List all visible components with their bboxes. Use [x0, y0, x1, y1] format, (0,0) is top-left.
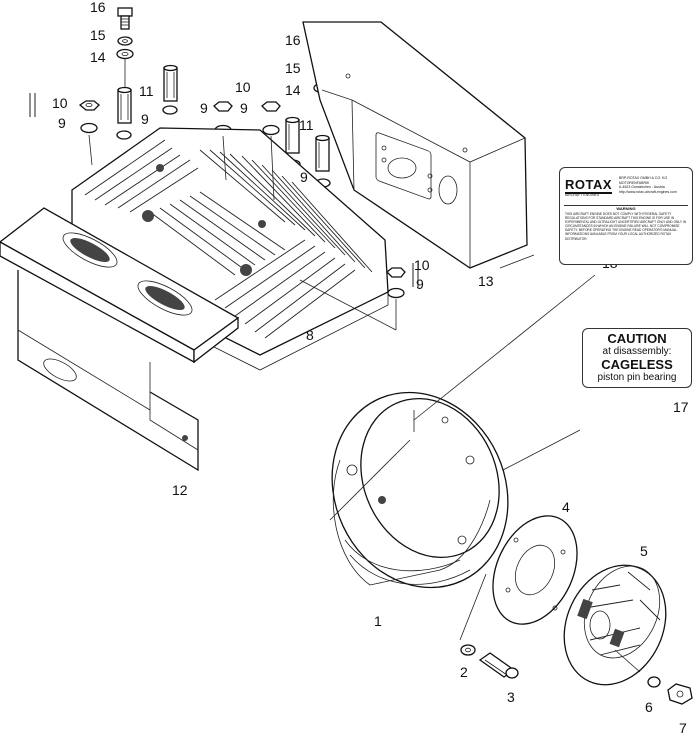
part-7-nut: [667, 683, 693, 705]
callout-10-right: 10: [414, 257, 430, 273]
part-10-nut-left: [78, 100, 100, 111]
callout-9-left: 9: [58, 115, 66, 131]
callout-14-left: 14: [90, 49, 106, 65]
callout-16-right: 16: [285, 32, 301, 48]
part-11-spacer-1: [163, 64, 178, 102]
caution-line-4: piston pin bearing: [597, 372, 677, 383]
callout-11-a: 11: [139, 83, 154, 99]
rotax-company-address: BRP-ROTAX GMBH & CO. KG MOTORENFABRIK A-…: [619, 176, 677, 194]
part-6-washer: [647, 676, 661, 688]
callout-numbers: 16 15 14 10 9 11 9 10 9 9 16 15 14 11 9 …: [52, 0, 689, 736]
top-hardware: [29, 7, 419, 299]
rotax-logo-subtitle: AIRCRAFT ENGINES: [565, 193, 600, 197]
callout-1: 1: [374, 613, 382, 629]
part-11-spacer-4: [315, 134, 330, 172]
callout-9-e: 9: [300, 169, 308, 185]
callout-5: 5: [640, 543, 648, 559]
rotax-warning-text: THIS AIRCRAFT ENGINE DOES NOT COMPLY WIT…: [565, 212, 687, 241]
part-13-deflector: [302, 21, 528, 269]
part-16-bolt-left: [117, 7, 133, 30]
part-9-washer-left: [80, 122, 98, 134]
part-14-washer-left: [116, 48, 134, 60]
part-8-cylinder-head: [71, 127, 397, 371]
callout-17: 17: [673, 399, 689, 415]
callout-9-b: 9: [141, 111, 149, 127]
callout-13: 13: [478, 273, 494, 289]
part-15-washer-left: [117, 36, 133, 46]
callout-10-left: 10: [52, 95, 68, 111]
rotax-warning-label: ROTAX AIRCRAFT ENGINES BRP-ROTAX GMBH & …: [559, 167, 693, 265]
callout-7: 7: [679, 720, 687, 736]
part-11-spacer-3: [285, 116, 300, 154]
callout-9-d: 9: [240, 100, 248, 116]
caution-label: CAUTION at disassembly: CAGELESS piston …: [582, 328, 692, 388]
part-4-gasket: [492, 515, 578, 625]
part-10-nut-right: [386, 267, 406, 278]
part-10-nut-mid-a: [213, 101, 233, 112]
callout-11-b: 11: [299, 117, 314, 133]
callout-15-left: 15: [90, 27, 106, 43]
callout-8: 8: [306, 327, 314, 343]
part-1-fan-housing: [329, 274, 596, 589]
callout-9-c: 9: [200, 100, 208, 116]
rotax-logo: ROTAX: [565, 177, 613, 194]
callout-4: 4: [562, 499, 570, 515]
rotax-label-divider: [564, 205, 688, 206]
part-2-washer: [460, 644, 476, 656]
caution-line-2: at disassembly:: [602, 346, 672, 357]
caution-title: CAUTION: [607, 331, 667, 346]
callout-10-b: 10: [235, 79, 251, 95]
callout-15-right: 15: [285, 60, 301, 76]
callout-16-left: 16: [90, 0, 106, 15]
callout-3: 3: [507, 689, 515, 705]
callout-6: 6: [645, 699, 653, 715]
part-3-screw: [478, 652, 519, 679]
callout-14-right: 14: [285, 82, 301, 98]
callout-9-right: 9: [416, 276, 424, 292]
part-10-nut-mid-b: [261, 101, 281, 112]
rotax-warning-title: WARNING: [616, 206, 636, 211]
part-5-fan-wheel: [563, 564, 667, 686]
caution-line-3: CAGELESS: [601, 357, 673, 372]
part-11-spacer-2: [117, 86, 132, 124]
callout-12: 12: [172, 482, 188, 498]
callout-2: 2: [460, 664, 468, 680]
part-12-air-baffle: [0, 207, 240, 472]
